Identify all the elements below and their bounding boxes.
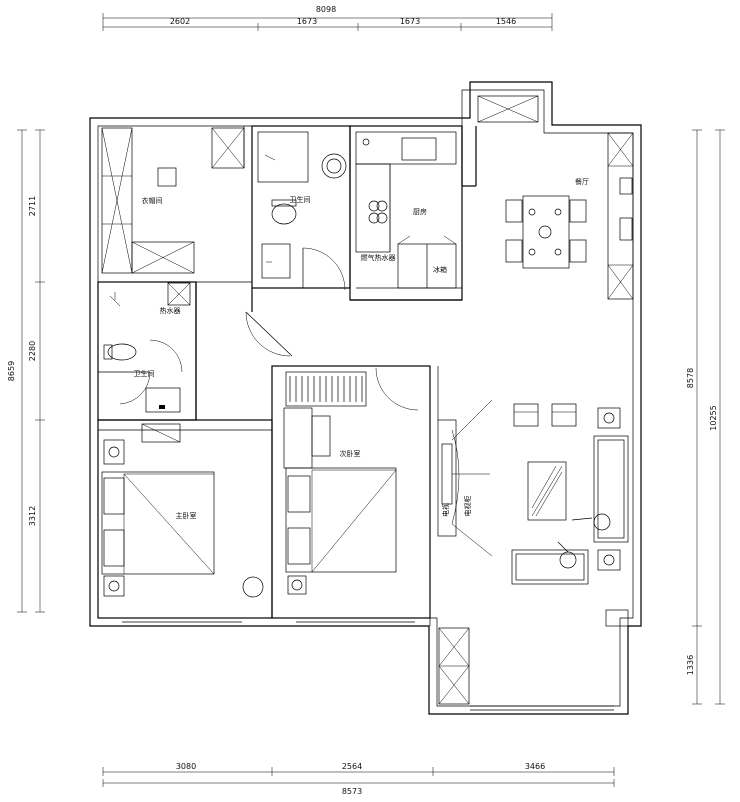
label-bath-left: 卫生间 [134, 369, 155, 378]
dim-top-seg-1: 2602 [170, 17, 190, 26]
dim-left-seg-3: 3312 [28, 506, 37, 526]
dim-top-total: 8098 [316, 5, 336, 14]
dim-right-seg-2: 1336 [686, 655, 695, 675]
dim-bottom-seg-1: 3080 [176, 762, 196, 771]
right-dimension-chain: 8578 1336 10255 [686, 129, 725, 705]
dim-bottom-seg-2: 2564 [342, 762, 362, 771]
wardrobe-hangers [289, 376, 363, 402]
label-fridge: 冰箱 [433, 265, 447, 274]
dining-area: 餐厅 [505, 132, 634, 300]
hallway [119, 281, 293, 405]
bottom-dimension-chain: 3080 2564 3466 8573 [102, 762, 615, 796]
master-bedroom: 主卧室 [97, 419, 273, 619]
label-master-bedroom: 主卧室 [176, 511, 197, 520]
label-bath-top: 卫生间 [290, 195, 311, 204]
top-dimension-chain: 8098 2602 1673 1673 1546 [102, 5, 553, 31]
dim-left-total: 8659 [7, 361, 16, 381]
label-cloakroom: 衣帽间 [142, 196, 163, 205]
dim-bottom-seg-3: 3466 [525, 762, 545, 771]
interior-walls [195, 126, 477, 420]
dim-left-seg-2: 2280 [28, 341, 37, 361]
left-bathroom: 热水器 卫生间 [97, 281, 197, 443]
label-water-heater: 燃气热水器 [361, 253, 396, 262]
dim-right-seg-1: 8578 [686, 368, 695, 388]
kitchen: 厨房 冰箱 燃气热水器 [349, 125, 463, 301]
second-bedroom: 次卧室 [271, 365, 431, 619]
dim-top-seg-2: 1673 [297, 17, 317, 26]
dim-right-total: 10255 [709, 405, 718, 430]
label-second-bedroom: 次卧室 [340, 449, 361, 458]
label-tv: 电视 [441, 503, 450, 517]
outer-walls [89, 81, 642, 715]
top-balcony [477, 95, 539, 123]
cloakroom: 衣帽间 [101, 126, 245, 274]
left-dimension-chain: 2711 2280 3312 8659 [7, 129, 45, 613]
dim-bottom-total: 8573 [342, 787, 362, 796]
label-dining: 餐厅 [575, 177, 589, 186]
dim-top-seg-4: 1546 [496, 17, 516, 26]
dim-top-seg-3: 1673 [400, 17, 420, 26]
living-room: 电视 电视柜 [429, 366, 629, 705]
top-bathroom: 卫生间 [251, 125, 351, 291]
label-bath-left-heater: 热水器 [160, 306, 181, 315]
label-tv-cabinet: 电视柜 [463, 496, 472, 517]
label-kitchen: 厨房 [413, 207, 427, 216]
dim-left-seg-1: 2711 [28, 196, 37, 216]
